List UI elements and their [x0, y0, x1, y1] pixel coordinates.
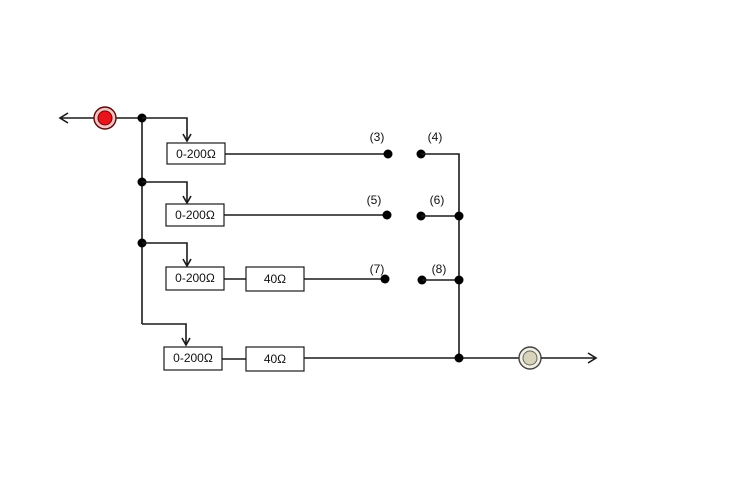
wiper-arrow-icon — [182, 258, 192, 268]
rheostat-1-label: 0-200Ω — [176, 147, 216, 161]
resistor-40-a-label: 40Ω — [264, 272, 286, 286]
resistor-40-b-label: 40Ω — [264, 352, 286, 366]
wiper-lead-2 — [142, 181, 188, 202]
contact-5[interactable] — [382, 210, 392, 220]
rheostat-2-label: 0-200Ω — [175, 208, 215, 222]
contact-7-label: (7) — [370, 262, 385, 276]
contact-5-label: (5) — [367, 193, 382, 207]
junction-dot — [454, 211, 464, 221]
contact-8-label: (8) — [432, 262, 447, 276]
input-arrow-icon — [58, 112, 69, 124]
rheostat-4-label: 0-200Ω — [173, 351, 213, 365]
contact-7[interactable] — [380, 274, 390, 284]
output-terminal-core — [522, 350, 538, 366]
resistor-40-b — [245, 346, 305, 372]
wiper-arrow-icon — [182, 133, 192, 143]
contact-3[interactable] — [383, 149, 393, 159]
wiper-arrow-icon — [182, 195, 192, 205]
junction-dot — [454, 275, 464, 285]
contact-6-label: (6) — [430, 193, 445, 207]
contact-4-to-right-bus-wire — [421, 153, 460, 358]
input-terminal-core — [97, 110, 113, 126]
contact-4-label: (4) — [428, 130, 443, 144]
junction-dot — [454, 353, 464, 363]
wiper-lead-3 — [142, 242, 188, 265]
wiper-lead-1 — [142, 117, 188, 140]
wiper-arrow-icon — [181, 337, 191, 347]
wiper-lead-4 — [142, 323, 187, 344]
output-arrow-icon — [587, 352, 598, 364]
contact-3-label: (3) — [370, 130, 385, 144]
rheostat-3-label: 0-200Ω — [175, 271, 215, 285]
